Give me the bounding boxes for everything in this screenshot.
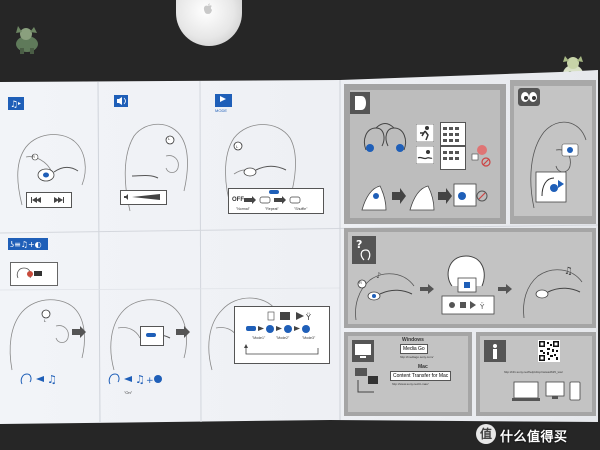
qr-code-icon: [538, 340, 560, 362]
windows-app-label: Media Go: [400, 344, 428, 354]
head-side-ear-icon: [530, 121, 587, 209]
mode3-caption: "Mode3": [302, 336, 316, 340]
mode2-caption: "Mode2": [276, 336, 290, 340]
windows-url: http://mediago.sony.com/: [400, 355, 434, 359]
mode-select-diagram-icon: Ÿ: [244, 311, 319, 355]
svg-text:?: ?: [356, 238, 362, 251]
earphones-pair-icon: [363, 123, 407, 152]
ear-arrow-note-plus-icon: ♫ +: [108, 373, 162, 386]
letter-l-badge-3: L: [236, 144, 239, 149]
info-icon: [484, 340, 506, 362]
next-step-arrow-icon-2: [176, 326, 190, 338]
volume-slider-icon: [124, 194, 160, 200]
eyes-icon: [518, 88, 540, 106]
prev-next-control-box: [26, 192, 72, 208]
svg-text:Ÿ: Ÿ: [305, 312, 311, 322]
svg-text:♫: ♫: [564, 266, 573, 277]
charging-cradle-icon: Ÿ: [441, 255, 495, 315]
windows-title: Windows: [402, 337, 424, 343]
support-url: http://rd1.sony.net/help/dmp/nwwsd615_ww…: [504, 370, 563, 374]
ear-to-note-icon: ʖ≡♫+◐: [8, 238, 48, 250]
sequence-off-label: OFF: [232, 197, 244, 203]
charge-arrow-icon-1: [420, 284, 434, 294]
question-headphone-icon: ?: [352, 236, 376, 264]
ear-arrow-note-icon: ♫: [20, 373, 57, 386]
letter-l-badge-4: L: [44, 318, 47, 323]
computer-icon: [352, 340, 374, 362]
watermark-badge: 值: [476, 424, 496, 444]
mode-icon: [215, 94, 232, 107]
svg-text:♪: ♪: [376, 271, 381, 280]
letter-r-badge-1: R: [32, 154, 35, 159]
walkman-connect-icon: [355, 368, 378, 393]
watermark-text: 什么值得买: [500, 429, 568, 444]
mode-caption-repeat: "Repeat": [265, 207, 279, 211]
mode1-caption: "Mode1": [252, 336, 266, 340]
letter-l-badge-2: L: [168, 136, 171, 141]
svg-text:♫: ♫: [47, 373, 57, 386]
charge-arrow-icon-2: [498, 284, 512, 294]
head-illustration-1: [17, 134, 86, 206]
d-letter-icon: [350, 92, 370, 114]
figurine-left-icon: [16, 26, 38, 54]
sport-swim-icon: [416, 146, 434, 164]
skip-buttons-icon: [31, 197, 64, 203]
devices-icon: [512, 381, 581, 401]
svg-text:+: +: [146, 376, 154, 386]
earbud-callout-blue: [146, 333, 156, 337]
letter-r-badge-charge: R: [359, 280, 362, 285]
svg-text:♫: ♫: [135, 373, 145, 386]
mode-caption-shuffle: "Shuffle": [294, 207, 308, 211]
sport-run-icon: [416, 124, 434, 142]
mode-button-blue: [269, 190, 279, 194]
apple-logo-icon: [203, 3, 212, 14]
play-next-icon: ♫: [8, 97, 24, 110]
mac-url: http://www.sony.net/ct-mac/: [392, 382, 429, 386]
volume-icon: [114, 95, 128, 107]
on-caption: "On": [124, 390, 133, 395]
next-step-arrow-icon: [72, 326, 86, 338]
earbud-detail-icon: [16, 267, 42, 279]
earbud-fit-steps-icon: [361, 183, 488, 211]
head-with-earbud-icon: ♪: [355, 271, 415, 321]
mode-sequence-arrows-icon: [244, 196, 301, 204]
mode-caption-normal: "Normal": [236, 207, 250, 211]
svg-text:♫: ♫: [10, 100, 18, 110]
head-illustration-3: [225, 124, 296, 212]
mac-title: Mac: [418, 364, 428, 370]
head-illustration-2: [124, 123, 188, 212]
size-grid-icon: [443, 127, 459, 160]
svg-text:ʖ≡♫+◐: ʖ≡♫+◐: [10, 240, 42, 249]
ear-detail-box: [10, 262, 58, 286]
head-with-music-icon: ♫: [523, 266, 583, 319]
eartip-sizes-icon: [471, 145, 491, 167]
mac-app-label: Content Transfer for Mac: [390, 371, 452, 381]
svg-text:Ÿ: Ÿ: [479, 302, 485, 311]
mode-icon-label: MODE: [215, 108, 227, 113]
